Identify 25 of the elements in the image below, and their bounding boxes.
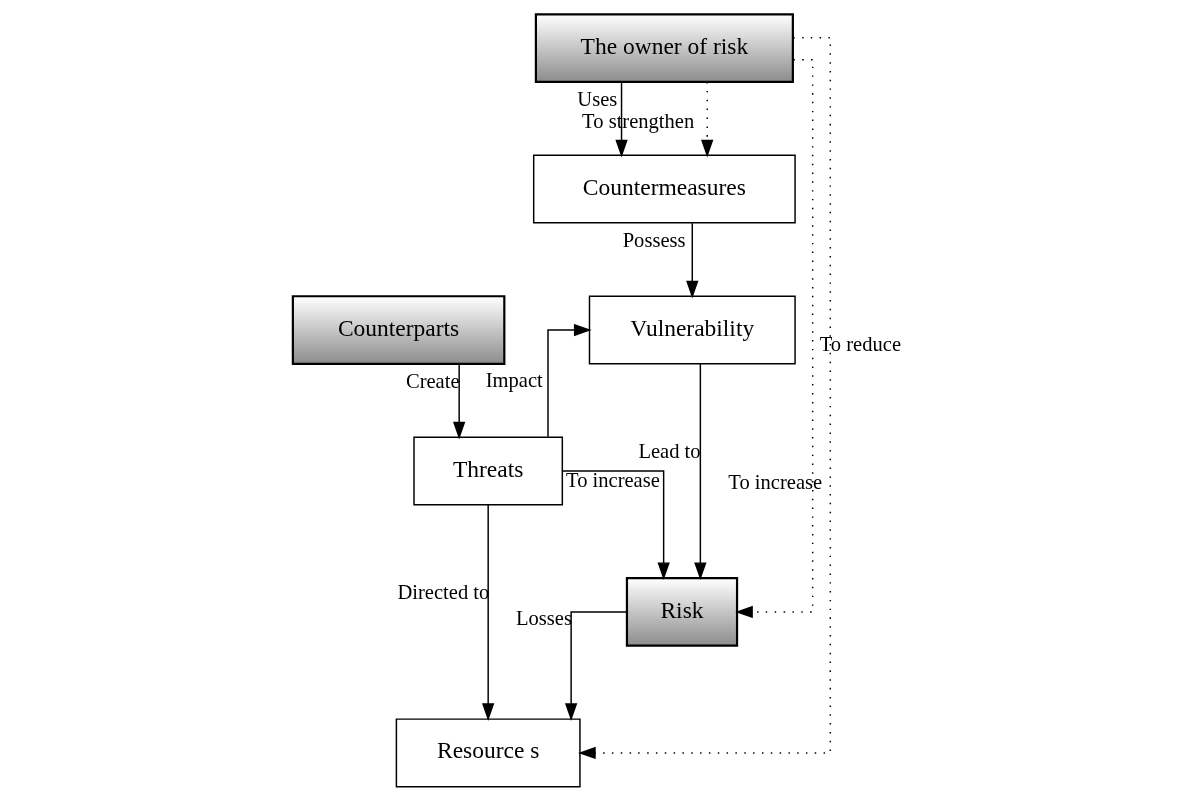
node-box: Resource s bbox=[395, 718, 581, 788]
arrow bbox=[685, 222, 698, 299]
arrow bbox=[546, 323, 592, 438]
edge-label: To reduce bbox=[819, 332, 901, 355]
node-box: Counterparts bbox=[291, 295, 505, 365]
edge-label: Possess bbox=[622, 228, 685, 251]
arrow bbox=[693, 363, 707, 581]
edge-label: Uses bbox=[576, 87, 617, 110]
edge-label: To increase bbox=[565, 469, 660, 492]
arrow bbox=[700, 81, 713, 158]
arrow bbox=[734, 59, 813, 619]
node-box: Vulnerability bbox=[588, 295, 796, 365]
edge-label: Lead to bbox=[637, 440, 701, 462]
arrow bbox=[561, 470, 670, 581]
edge-label: Impact bbox=[485, 368, 543, 391]
node-box: Countermeasures bbox=[532, 154, 796, 224]
arrow bbox=[481, 504, 494, 721]
node-box: The owner of risk bbox=[534, 13, 794, 83]
arrow bbox=[564, 611, 627, 721]
node-box: Risk bbox=[625, 577, 738, 647]
arrow bbox=[577, 37, 831, 760]
arrow bbox=[452, 363, 465, 440]
edge-label: To increase bbox=[727, 470, 822, 493]
node-box: Threats bbox=[412, 436, 563, 506]
arrow bbox=[614, 81, 628, 158]
